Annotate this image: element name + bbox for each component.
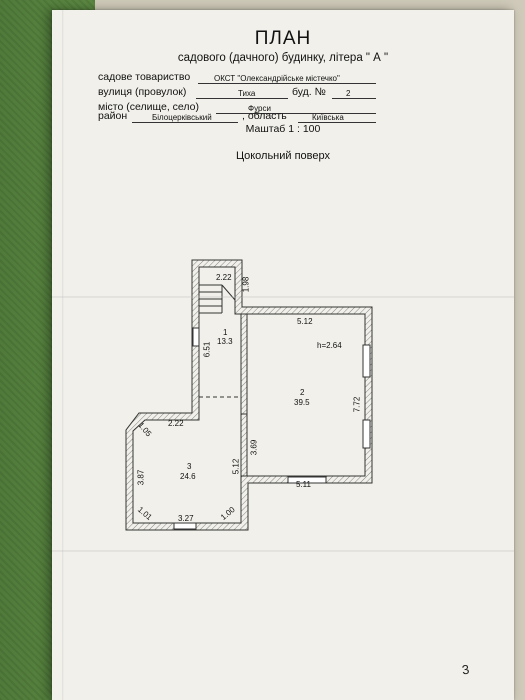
room-2-number: 2 — [300, 388, 305, 397]
street-label: вулиця (провулок) — [98, 86, 187, 98]
street-value: Тиха — [238, 89, 256, 98]
district-label: район — [98, 110, 128, 122]
dim-room3-bottom: 3.27 — [178, 514, 194, 523]
room-3-number: 3 — [187, 462, 192, 471]
floor-plan-drawing — [52, 259, 514, 552]
city-label: місто (селище, село) — [98, 101, 199, 113]
dim-room2-top: 5.12 — [297, 317, 313, 326]
room-1-number: 1 — [223, 328, 228, 337]
document-subtitle: садового (дачного) будинку, літера " А " — [177, 52, 389, 64]
association-value: ОКСТ "Олександрійське містечко" — [214, 74, 340, 83]
ceiling-height: h=2.64 — [317, 341, 342, 350]
district-value: Білоцерківський — [152, 113, 212, 122]
region-label: , область — [242, 110, 287, 122]
dim-stair-width: 2.22 — [216, 273, 232, 282]
room-3-area: 24.6 — [180, 472, 196, 481]
dim-corridor: 6.51 — [202, 341, 212, 358]
floor-name: Цокольний поверх — [235, 150, 331, 162]
scale-label: Маштаб 1 : 100 — [245, 123, 321, 135]
dim-room2-right: 7.72 — [352, 396, 362, 413]
document-page: ПЛАН садового (дачного) будинку, літера … — [52, 10, 514, 700]
room-1-area: 13.3 — [217, 337, 233, 346]
room-2-area: 39.5 — [294, 398, 310, 407]
dim-room3-top: 2.22 — [168, 419, 184, 428]
dim-stair-depth: 1.98 — [241, 276, 251, 293]
dim-room3-right: 5.12 — [231, 458, 241, 475]
document-title: ПЛАН — [254, 28, 312, 49]
dim-room3-left: 3.87 — [136, 469, 146, 486]
city-value: Фурси — [248, 104, 271, 113]
dim-room2-left: 3.69 — [249, 439, 259, 456]
association-label: садове товариство — [98, 71, 191, 83]
building-label: буд. № — [292, 86, 326, 98]
building-value: 2 — [346, 89, 351, 98]
dim-room2-bottom: 5.11 — [296, 480, 311, 489]
region-value: Київська — [312, 113, 344, 122]
